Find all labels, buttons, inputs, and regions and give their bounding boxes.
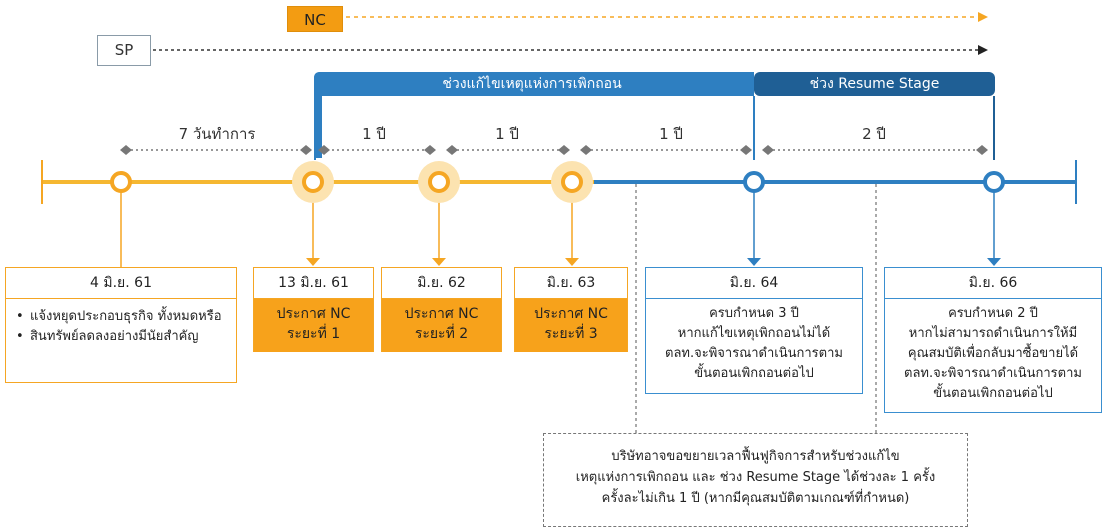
event-line: ตลท.จะพิจารณาดำเนินการตาม — [665, 346, 843, 361]
nc-arrow-head — [978, 12, 988, 22]
extension-note: บริษัทอาจขอขยายเวลาฟื้นฟูกิจการสำหรับช่ว… — [543, 433, 968, 527]
marker-e6 — [983, 171, 1005, 193]
marker-e4 — [551, 161, 593, 203]
event-body: ประกาศ NC ระยะที่ 3 — [515, 299, 627, 352]
repair-phase-label: ช่วงแก้ไขเหตุแห่งการเพิกถอน — [442, 76, 622, 92]
event-line: คุณสมบัติเพื่อกลับมาซื้อขายได้ — [907, 346, 1079, 361]
event-body: ครบกำหนด 3 ปี หากแก้ไขเหตุเพิกถอนไม่ได้ … — [646, 299, 862, 384]
sp-arrow-head — [978, 45, 988, 55]
event-date: มิ.ย. 62 — [382, 268, 501, 299]
event-line: หากไม่สามารถดำเนินการให้มี — [908, 326, 1078, 341]
bullet-item: แจ้งหยุดประกอบธุรกิจ ทั้งหมดหรือ — [16, 307, 230, 327]
duration-label-3: 1 ปี — [659, 125, 683, 143]
note-line: เหตุแห่งการเพิกถอน และ ช่วง Resume Stage… — [575, 470, 936, 485]
nc-tag: NC — [287, 6, 343, 32]
event-body: ประกาศ NC ระยะที่ 1 — [254, 299, 373, 352]
event-bullets: แจ้งหยุดประกอบธุรกิจ ทั้งหมดหรือ สินทรัพ… — [6, 299, 236, 347]
duration-arrows — [120, 145, 988, 155]
duration-label-2: 1 ปี — [495, 125, 519, 143]
event-body: ประกาศ NC ระยะที่ 2 — [382, 299, 501, 352]
duration-label-1: 1 ปี — [362, 125, 386, 143]
event-date: มิ.ย. 63 — [515, 268, 627, 299]
event-box-e3: มิ.ย. 62 ประกาศ NC ระยะที่ 2 — [381, 267, 502, 352]
resume-phase-label: ช่วง Resume Stage — [809, 76, 940, 92]
note-line: ครั้งละไม่เกิน 1 ปี (หากมีคุณสมบัติตามเก… — [601, 491, 910, 506]
event-line: หากแก้ไขเหตุเพิกถอนไม่ได้ — [677, 326, 831, 341]
event-line: ครบกำหนด 3 ปี — [709, 306, 799, 321]
event-box-e6: มิ.ย. 66 ครบกำหนด 2 ปี หากไม่สามารถดำเนิ… — [884, 267, 1102, 413]
event-line: ตลท.จะพิจารณาดำเนินการตาม — [904, 366, 1082, 381]
event-line: ระยะที่ 3 — [544, 326, 598, 342]
marker-e5 — [743, 171, 765, 193]
marker-e3 — [418, 161, 460, 203]
sp-tag: SP — [97, 35, 151, 66]
resume-phase-band — [754, 72, 995, 96]
event-line: ระยะที่ 2 — [414, 326, 469, 342]
event-date: 13 มิ.ย. 61 — [254, 268, 373, 299]
event-date: มิ.ย. 64 — [646, 268, 862, 299]
event-line: ประกาศ NC — [276, 306, 351, 322]
duration-label-4: 2 ปี — [862, 125, 886, 143]
repair-phase-band — [314, 72, 754, 96]
event-line: ครบกำหนด 2 ปี — [948, 306, 1038, 321]
event-box-e4: มิ.ย. 63 ประกาศ NC ระยะที่ 3 — [514, 267, 628, 352]
note-line: บริษัทอาจขอขยายเวลาฟื้นฟูกิจการสำหรับช่ว… — [611, 449, 900, 464]
bullet-item: สินทรัพย์ลดลงอย่างมีนัยสำคัญ — [16, 327, 230, 347]
event-body: ครบกำหนด 2 ปี หากไม่สามารถดำเนินการให้มี… — [885, 299, 1101, 404]
event-line: ขั้นตอนเพิกถอนต่อไป — [933, 386, 1053, 401]
event-line: ประกาศ NC — [534, 306, 608, 322]
event-date: 4 มิ.ย. 61 — [6, 268, 236, 299]
event-line: ระยะที่ 1 — [286, 326, 341, 342]
event-date: มิ.ย. 66 — [885, 268, 1101, 299]
event-line: ขั้นตอนเพิกถอนต่อไป — [694, 366, 814, 381]
event-line: ประกาศ NC — [404, 306, 479, 322]
event-box-e5: มิ.ย. 64 ครบกำหนด 3 ปี หากแก้ไขเหตุเพิกถ… — [645, 267, 863, 394]
marker-e1 — [110, 171, 132, 193]
marker-e2 — [292, 161, 334, 203]
event-box-e2: 13 มิ.ย. 61 ประกาศ NC ระยะที่ 1 — [253, 267, 374, 352]
duration-label-7days: 7 วันทำการ — [178, 125, 256, 143]
event-box-e1: 4 มิ.ย. 61 แจ้งหยุดประกอบธุรกิจ ทั้งหมดห… — [5, 267, 237, 383]
